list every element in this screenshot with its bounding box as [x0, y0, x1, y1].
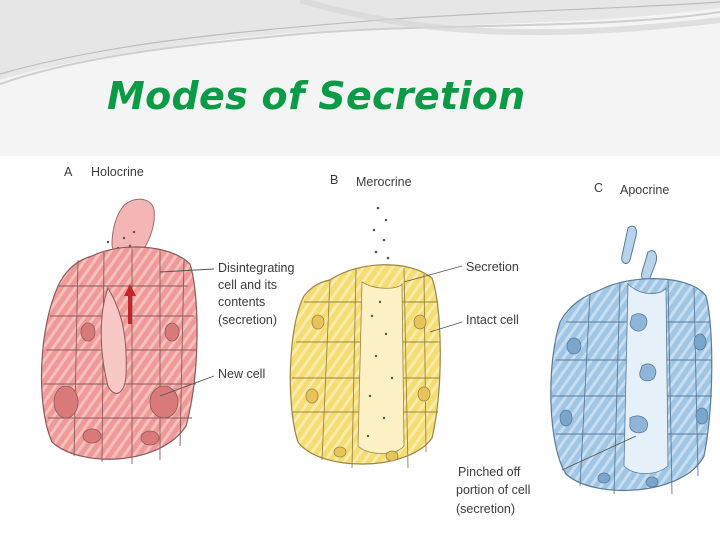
- label-pinched-off: Pinched off: [458, 465, 521, 479]
- label-secretion-a: (secretion): [218, 313, 277, 327]
- label-new-cell: New cell: [218, 367, 265, 381]
- upward-arrow-icon: [124, 284, 136, 324]
- panel-c-letter: C: [594, 181, 603, 195]
- secretion-figure: A Holocrine: [0, 156, 720, 540]
- panel-c-name: Apocrine: [620, 183, 669, 197]
- leader-intact-cell: [429, 321, 463, 333]
- panel-b-name: Merocrine: [356, 175, 412, 189]
- label-secretion-b: Secretion: [466, 260, 519, 274]
- slide-title: Modes of Secretion: [107, 74, 526, 118]
- panel-a-letter: A: [64, 165, 73, 179]
- leader-disintegrating: [159, 268, 215, 273]
- label-portion-of-cell: portion of cell: [456, 483, 530, 497]
- merocrine-panel: B Merocrine: [289, 173, 519, 469]
- label-intact-cell: Intact cell: [466, 313, 519, 327]
- figure-canvas: A Holocrine: [40, 165, 713, 516]
- label-cell-and-its: cell and its: [218, 278, 277, 292]
- holocrine-panel: A Holocrine: [40, 165, 294, 464]
- label-secretion-c: (secretion): [456, 502, 515, 516]
- leader-secretion: [403, 265, 463, 283]
- apocrine-released-portion: [621, 225, 637, 264]
- slide-header: [0, 0, 720, 160]
- decorative-swoosh: [0, 0, 720, 85]
- leader-new-cell: [159, 375, 215, 397]
- panel-a-name: Holocrine: [91, 165, 144, 179]
- apocrine-panel: C Apocrine: [456, 181, 713, 516]
- panel-b-letter: B: [330, 173, 338, 187]
- label-disintegrating: Disintegrating: [218, 261, 294, 275]
- leader-pinched-off: [561, 435, 637, 471]
- label-contents: contents: [218, 295, 265, 309]
